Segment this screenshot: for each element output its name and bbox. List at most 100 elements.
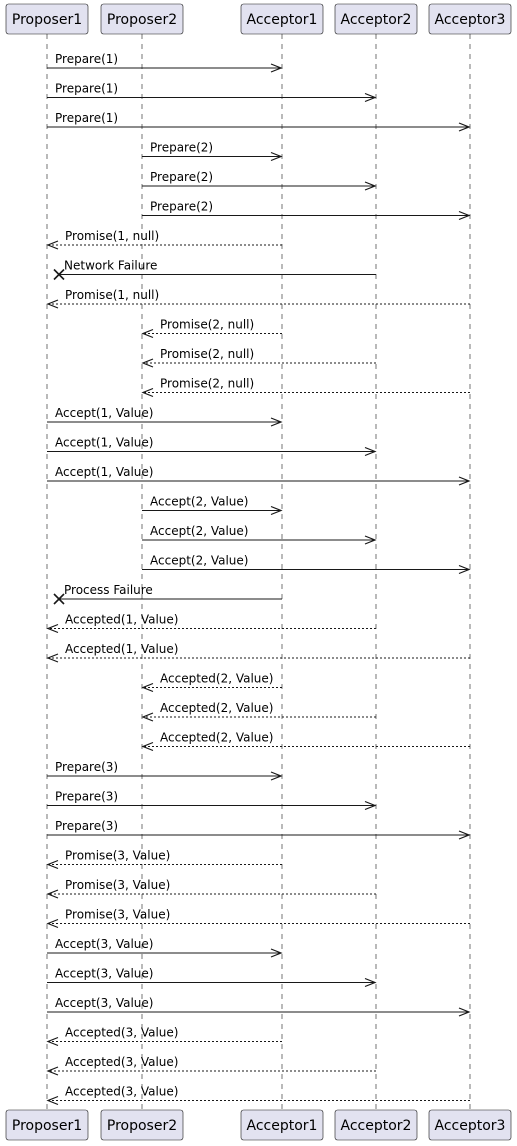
arrowhead-icon: [458, 830, 471, 840]
arrowhead-icon: [141, 358, 154, 368]
lost-message-x-icon: [53, 268, 65, 281]
message-label: Prepare(1): [55, 52, 118, 66]
message-label: Prepare(2): [150, 200, 213, 214]
message-18: Accept(2, Value): [142, 554, 471, 575]
arrowhead-icon: [46, 623, 59, 634]
message-label: Promise(2, null): [160, 318, 254, 332]
arrowhead-icon: [270, 63, 283, 73]
participant-acceptor1-bottom: Acceptor1: [240, 1109, 324, 1141]
participant-label: Proposer2: [107, 12, 177, 28]
lost-message-x-icon: [53, 593, 65, 605]
message-3: Prepare(1): [47, 111, 471, 132]
message-label: Promise(1, null): [65, 288, 159, 302]
message-label: Accept(2, Value): [150, 524, 248, 538]
participant-acceptor3-top: Acceptor3: [428, 3, 512, 35]
message-label: Accept(3, Value): [55, 937, 153, 951]
message-label: Accept(1, Value): [55, 465, 153, 479]
message-label: Accept(1, Value): [55, 406, 153, 420]
message-14: Accept(1, Value): [47, 436, 377, 457]
message-21: Accepted(1, Value): [46, 642, 470, 663]
arrowhead-icon: [458, 122, 471, 132]
arrowhead-icon: [141, 387, 154, 398]
message-12: Promise(2, null): [141, 377, 470, 398]
arrowhead-icon: [46, 1095, 59, 1106]
message-label: Accept(1, Value): [55, 436, 153, 450]
participant-box: [100, 3, 184, 35]
message-label: Accept(3, Value): [55, 967, 153, 981]
arrowhead-icon: [141, 328, 154, 339]
participant-label: Acceptor2: [341, 12, 412, 28]
message-label: Prepare(2): [150, 141, 213, 155]
arrowhead-icon: [458, 564, 471, 575]
participant-box: [5, 1109, 89, 1141]
message-label: Network Failure: [64, 259, 157, 273]
participant-box: [5, 3, 89, 35]
message-30: Promise(3, Value): [46, 908, 470, 929]
arrowhead-icon: [270, 948, 283, 958]
message-35: Accepted(3, Value): [46, 1055, 376, 1076]
message-label: Prepare(3): [55, 819, 118, 833]
message-label: Promise(3, Value): [65, 878, 170, 892]
participant-label: Proposer1: [12, 12, 82, 28]
messages: Prepare(1)Prepare(1)Prepare(1)Prepare(2)…: [46, 52, 471, 1106]
message-label: Process Failure: [64, 583, 153, 597]
participant-box: [240, 3, 324, 35]
arrowhead-icon: [458, 1007, 471, 1017]
message-10: Promise(2, null): [141, 318, 282, 339]
message-9: Promise(1, null): [46, 288, 470, 309]
message-label: Promise(3, Value): [65, 908, 170, 922]
message-28: Promise(3, Value): [46, 849, 282, 870]
participants-top: Proposer1 Proposer2 Acceptor1 Acceptor2 Acce…: [5, 3, 512, 35]
message-label: Accepted(3, Value): [65, 1055, 178, 1069]
arrowhead-icon: [46, 889, 59, 899]
message-5: Prepare(2): [142, 170, 377, 191]
message-16: Accept(2, Value): [142, 495, 283, 516]
participant-label: Acceptor3: [435, 12, 506, 28]
arrowhead-icon: [364, 92, 377, 103]
participant-label: Acceptor1: [247, 12, 318, 28]
participant-box: [100, 1109, 184, 1141]
arrowhead-icon: [270, 151, 283, 162]
message-32: Accept(3, Value): [47, 967, 377, 988]
message-label: Accept(3, Value): [55, 996, 153, 1010]
message-25: Prepare(3): [47, 760, 283, 781]
arrowhead-icon: [364, 977, 377, 988]
participant-proposer2-bottom: Proposer2: [100, 1109, 184, 1141]
arrowhead-icon: [270, 417, 283, 427]
message-22: Accepted(2, Value): [141, 672, 282, 693]
arrowhead-icon: [46, 1066, 59, 1076]
arrowhead-icon: [46, 299, 59, 309]
arrowhead-icon: [270, 771, 283, 781]
arrowhead-icon: [458, 476, 471, 486]
message-label: Accepted(1, Value): [65, 642, 178, 656]
message-label: Accept(2, Value): [150, 554, 248, 568]
message-11: Promise(2, null): [141, 347, 376, 368]
arrowhead-icon: [141, 712, 154, 722]
message-8: Network Failure: [53, 259, 376, 281]
participant-proposer1-top: Proposer1: [5, 3, 89, 35]
participant-box: [240, 1109, 324, 1141]
message-31: Accept(3, Value): [47, 937, 283, 958]
participant-label: Proposer2: [107, 1118, 177, 1134]
message-27: Prepare(3): [47, 819, 471, 840]
arrowhead-icon: [141, 682, 154, 693]
message-13: Accept(1, Value): [47, 406, 283, 427]
message-7: Promise(1, null): [46, 229, 282, 250]
arrowhead-icon: [46, 1036, 59, 1047]
participant-acceptor2-top: Acceptor2: [334, 3, 418, 35]
participant-label: Acceptor3: [435, 1118, 506, 1134]
message-24: Accepted(2, Value): [141, 731, 470, 752]
arrowhead-icon: [270, 505, 283, 516]
arrowhead-icon: [458, 210, 471, 221]
message-label: Accept(2, Value): [150, 495, 248, 509]
participant-acceptor1-top: Acceptor1: [240, 3, 324, 35]
message-20: Accepted(1, Value): [46, 613, 376, 634]
participant-label: Acceptor1: [247, 1118, 318, 1134]
arrowhead-icon: [46, 653, 59, 663]
message-33: Accept(3, Value): [47, 996, 471, 1017]
message-6: Prepare(2): [142, 200, 471, 221]
arrowhead-icon: [364, 446, 377, 457]
arrowhead-icon: [364, 181, 377, 191]
arrowhead-icon: [141, 741, 154, 752]
